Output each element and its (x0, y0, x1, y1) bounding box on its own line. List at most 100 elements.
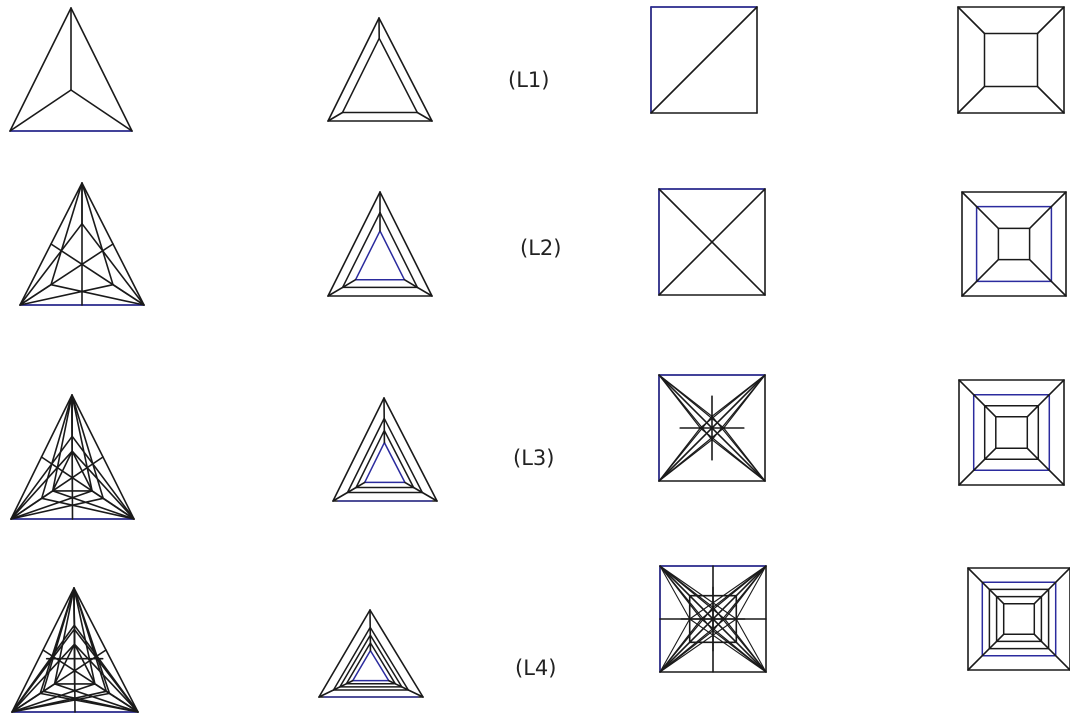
mesh-edge (982, 649, 989, 656)
mesh-edge (982, 582, 989, 589)
square-nested-level-2 (962, 192, 1066, 296)
mesh-edge (1051, 192, 1066, 207)
mesh-edge (659, 440, 712, 481)
mesh-edge (660, 619, 736, 672)
mesh-edge (1049, 582, 1056, 589)
mesh-edge (343, 38, 380, 112)
mesh-edge (384, 418, 422, 492)
mesh-edge (1030, 207, 1052, 229)
mesh-edge (997, 634, 1004, 641)
mesh-edge (959, 470, 974, 485)
triangle-fan-level-1 (10, 8, 132, 131)
triangle-fan-level-2 (20, 183, 144, 305)
mesh-edge (660, 631, 713, 672)
mesh-edge (977, 260, 999, 282)
mesh-edge (977, 207, 999, 229)
mesh-edge (71, 90, 132, 131)
square-nested-level-1 (958, 7, 1064, 113)
mesh-edge (51, 244, 82, 264)
mesh-edge (959, 380, 974, 395)
mesh-edge (370, 635, 402, 687)
mesh-edge (353, 651, 371, 681)
mesh-edge (340, 635, 370, 687)
mesh-edge (1049, 649, 1056, 656)
mesh-edge (968, 568, 982, 582)
level-label-2: (L2) (520, 236, 561, 260)
square-nested-level-3 (959, 380, 1064, 485)
mesh-edge (989, 589, 996, 596)
mesh-edge (384, 431, 413, 488)
mesh-edge (1038, 87, 1065, 114)
mesh-edge (1038, 459, 1049, 470)
mesh-edge (1030, 260, 1052, 282)
mesh-edge (968, 656, 982, 670)
mesh-edge (12, 625, 74, 712)
square-star-level-1 (651, 7, 757, 113)
mesh-edge (660, 566, 690, 619)
mesh-edge (1034, 634, 1041, 641)
mesh-edge (380, 213, 417, 288)
mesh-edge (384, 443, 405, 483)
mesh-edge (660, 566, 736, 619)
mesh-edge (10, 90, 71, 131)
mesh-edge (974, 395, 985, 406)
mesh-edge (356, 431, 384, 488)
triangle-nested-level-1 (328, 18, 432, 121)
mesh-edge (1056, 656, 1070, 670)
triangle-fan-level-4 (12, 588, 138, 712)
mesh-edge (701, 619, 766, 672)
mesh-edge (962, 281, 977, 296)
mesh-edge (724, 428, 765, 481)
triangle-fan-level-3 (11, 395, 134, 519)
mesh-edge (346, 643, 370, 684)
mesh-edge (659, 375, 724, 428)
mesh-edge (660, 619, 690, 672)
mesh-edge (660, 566, 701, 619)
mesh-edge (1038, 7, 1065, 34)
mesh-edge (1038, 395, 1049, 406)
mesh-edge (651, 7, 757, 113)
level-label-1: (L1) (508, 68, 549, 92)
mesh-edge (700, 375, 765, 428)
mesh-edge (1056, 568, 1070, 582)
mesh-edge (659, 375, 700, 428)
mesh-edge (379, 38, 417, 112)
triangle-nested-level-2 (328, 192, 432, 296)
mesh-edge (690, 619, 766, 672)
mesh-edge (10, 8, 71, 131)
mesh-edge (1051, 281, 1066, 296)
mesh-edge (370, 651, 388, 681)
mesh-edge (962, 192, 977, 207)
square-star-level-3 (659, 375, 765, 481)
mesh-edge (997, 597, 1004, 604)
mesh-edge (82, 244, 113, 264)
mesh-edge (343, 213, 380, 288)
mesh-edge (700, 428, 765, 481)
mesh-edge (379, 18, 432, 121)
square-nested-level-4 (968, 568, 1070, 670)
mesh-edge (736, 566, 766, 619)
mesh-edge (989, 641, 996, 648)
mesh-edge (958, 7, 985, 34)
mesh-edge (328, 18, 379, 121)
mesh-edge (71, 8, 132, 131)
mesh-edge (1041, 589, 1048, 596)
mesh-edge (985, 448, 996, 459)
triangle-nested-level-4 (319, 610, 423, 697)
mesh-edge (55, 588, 74, 684)
level-label-4: (L4) (515, 656, 556, 680)
mesh-edge (713, 566, 766, 631)
mesh-edge (1034, 597, 1041, 604)
mesh-edge (725, 619, 766, 672)
mesh-edge (690, 566, 766, 619)
mesh-edge (659, 428, 700, 481)
mesh-edge (660, 619, 701, 672)
mesh-edge (712, 375, 765, 440)
mesh-edge (1049, 380, 1064, 395)
mesh-edge (958, 87, 985, 114)
mesh-edge (736, 619, 766, 672)
mesh-edge (1049, 470, 1064, 485)
square-star-level-2 (659, 189, 765, 295)
